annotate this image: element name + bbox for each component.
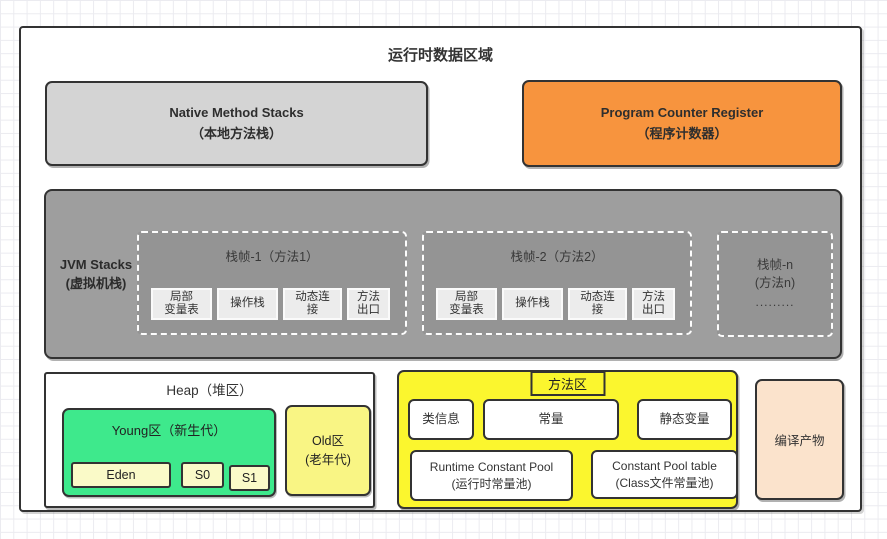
class-info-box: 类信息 (408, 399, 474, 440)
stack-frame-1-title: 栈帧-1（方法1） (225, 250, 319, 264)
old-generation-title: Old区 (312, 433, 344, 448)
compile-output-box: 编译产物 (755, 379, 844, 500)
dynamic-linking-cell: 动态连 接 (568, 288, 627, 320)
cell-line: 操作栈 (515, 297, 550, 310)
local-variable-table-cell: 局部 变量表 (436, 288, 497, 320)
ellipsis-dots: ......... (755, 295, 795, 310)
constants-box: 常量 (483, 399, 619, 440)
dynamic-linking-cell: 动态连 接 (283, 288, 342, 320)
method-area-title: 方法区 (529, 371, 606, 396)
cell-line: 变量表 (164, 304, 199, 316)
cell-line: 方法 (357, 290, 380, 303)
cell-line: 变量表 (449, 304, 484, 316)
cell-line: 出口 (357, 304, 380, 316)
native-method-stacks-subtitle: （本地方法栈） (190, 125, 282, 141)
cell-line: 局部 (170, 290, 193, 303)
eden-box: Eden (71, 462, 171, 488)
stack-frame-n-subtitle: (方法n) (754, 276, 796, 291)
old-generation-box: Old区 (老年代) (285, 405, 371, 496)
method-exit-cell: 方法 出口 (632, 288, 675, 320)
old-generation-subtitle: (老年代) (305, 452, 351, 467)
native-method-stacks-title: Native Method Stacks (169, 104, 304, 120)
method-area-container: 方法区 类信息 常量 静态变量 Runtime Constant Pool (运… (397, 370, 738, 509)
stack-frame-n-title: 栈帧-n (756, 258, 794, 273)
runtime-data-area-container: 运行时数据区域 Native Method Stacks （本地方法栈） Pro… (19, 26, 862, 512)
cell-line: 局部 (455, 290, 478, 303)
program-counter-register-title: Program Counter Register (600, 104, 764, 120)
method-exit-cell: 方法 出口 (347, 288, 390, 320)
jvm-stacks-label-zh: (虚拟机栈) (65, 276, 127, 291)
jvm-stacks-label: JVM Stacks (虚拟机栈) (46, 191, 146, 357)
heap-container: Heap（堆区） Young区（新生代） Eden S0 S1 Old区 (老年… (44, 372, 375, 508)
cell-line: 接 (306, 304, 319, 316)
stack-frame-1-cells: 局部 变量表 操作栈 动态连 接 方法 出口 (151, 288, 397, 320)
operand-stack-cell: 操作栈 (502, 288, 563, 320)
cell-line: 接 (591, 304, 604, 316)
constant-pool-table-subtitle: (Class文件常量池) (615, 475, 714, 490)
stack-frame-2-title: 栈帧-2（方法2） (510, 250, 604, 264)
stack-frame-1: 栈帧-1（方法1） 局部 变量表 操作栈 动态连 接 方法 (137, 231, 407, 335)
stack-frame-2: 栈帧-2（方法2） 局部 变量表 操作栈 动态连 接 方法 (422, 231, 692, 335)
stack-frame-2-cells: 局部 变量表 操作栈 动态连 接 方法 出口 (436, 288, 682, 320)
constant-pool-table-title: Constant Pool table (612, 459, 717, 474)
constant-pool-table-box: Constant Pool table (Class文件常量池) (591, 450, 738, 499)
runtime-constant-pool-title: Runtime Constant Pool (429, 460, 554, 475)
program-counter-register-box: Program Counter Register （程序计数器） (522, 80, 842, 167)
runtime-constant-pool-box: Runtime Constant Pool (运行时常量池) (410, 450, 573, 501)
jvm-stacks-label-en: JVM Stacks (59, 256, 133, 272)
native-method-stacks-box: Native Method Stacks （本地方法栈） (45, 81, 428, 166)
survivor-1-box: S1 (229, 465, 270, 491)
cell-line: 出口 (642, 304, 665, 316)
static-variables-box: 静态变量 (637, 399, 732, 440)
young-generation-box: Young区（新生代） Eden S0 S1 (62, 408, 276, 497)
stack-frame-n: 栈帧-n (方法n) ......... (717, 231, 833, 337)
page-title: 运行时数据区域 (387, 47, 493, 64)
jvm-stacks-container: JVM Stacks (虚拟机栈) 栈帧-1（方法1） 局部 变量表 操作栈 动… (44, 189, 842, 359)
heap-title: Heap（堆区） (166, 383, 253, 398)
young-generation-title: Young区（新生代） (111, 423, 227, 438)
survivor-0-box: S0 (181, 462, 224, 488)
cell-line: 操作栈 (230, 297, 265, 310)
operand-stack-cell: 操作栈 (217, 288, 278, 320)
cell-line: 动态连 (580, 290, 615, 303)
runtime-constant-pool-subtitle: (运行时常量池) (451, 476, 532, 491)
program-counter-register-subtitle: （程序计数器） (636, 125, 728, 141)
local-variable-table-cell: 局部 变量表 (151, 288, 212, 320)
cell-line: 动态连 (295, 290, 330, 303)
cell-line: 方法 (642, 290, 665, 303)
